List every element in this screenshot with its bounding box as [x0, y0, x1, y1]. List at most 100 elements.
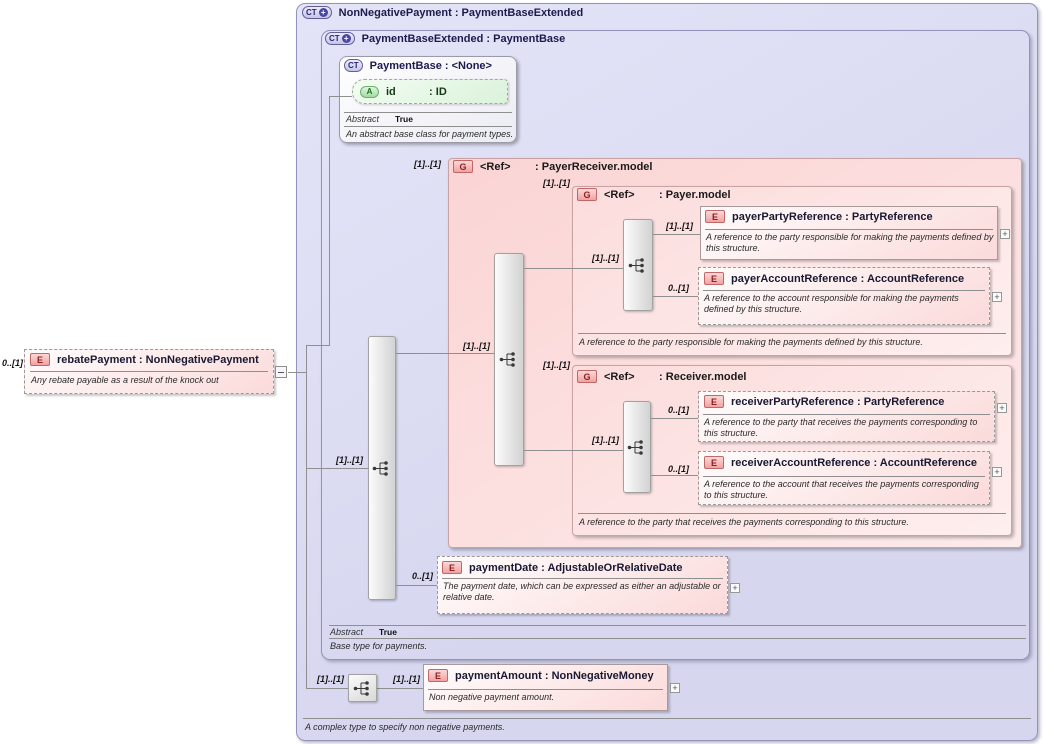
connector-line	[651, 418, 698, 419]
annotation-rebatepayment: Any rebate payable as a result of the kn…	[31, 375, 219, 385]
sequence-icon	[353, 680, 373, 697]
divider	[703, 290, 985, 291]
sequence-icon	[499, 351, 519, 368]
group-icon: G	[453, 160, 473, 173]
annotation-receiveraccountreference: A reference to the account that receives…	[704, 479, 979, 500]
annotation-receiverpartyreference: A reference to the party that receives t…	[704, 417, 978, 438]
connector-line	[307, 468, 368, 469]
header-payer-group[interactable]: G <Ref>Payer.model	[577, 187, 731, 202]
sequence-icon	[372, 460, 392, 477]
element-icon: E	[704, 272, 724, 285]
divider	[329, 625, 1026, 626]
divider	[705, 229, 993, 230]
annotation-paymentamount: Non negative payment amount.	[429, 692, 555, 702]
element-type: AccountReference	[870, 457, 977, 469]
divider	[703, 414, 990, 415]
base-type-name: <None>	[442, 60, 492, 72]
extension-plus-icon: +	[341, 34, 351, 43]
cardinality-label: [1]..[1]	[336, 455, 363, 465]
element-name: payerPartyReference	[732, 210, 843, 223]
complex-type-icon: CT+	[325, 32, 355, 45]
connector-line	[651, 475, 698, 476]
divider	[30, 371, 268, 372]
cardinality-label: [1]..[1]	[393, 674, 420, 684]
connector-line	[329, 96, 352, 97]
expand-button-paymentdate[interactable]: +	[730, 583, 740, 593]
element-type: AdjustableOrRelativeDate	[538, 562, 682, 574]
cardinality-label: [1]..[1]	[463, 341, 490, 351]
element-name: payerAccountReference	[731, 272, 858, 285]
title-payeraccountreference[interactable]: E payerAccountReferenceAccountReference	[704, 271, 964, 286]
header-paymentbaseextended[interactable]: CT+ PaymentBaseExtendedPaymentBase	[325, 31, 565, 46]
group-ref-name: <Ref>	[604, 188, 635, 201]
abstract-value: True	[379, 627, 397, 637]
element-type: NonNegativeMoney	[542, 670, 654, 682]
divider	[428, 689, 663, 690]
type-name: PaymentBase	[369, 59, 442, 72]
header-receiver-group[interactable]: G <Ref>Receiver.model	[577, 369, 747, 384]
element-name: receiverAccountReference	[731, 456, 871, 469]
title-rebatepayment[interactable]: E rebatePaymentNonNegativePayment	[30, 352, 259, 367]
group-type: PayerReceiver.model	[532, 161, 653, 173]
base-type-name: PaymentBase	[483, 33, 565, 45]
connector-line	[288, 372, 306, 373]
abstract-value: True	[395, 114, 413, 124]
cardinality-label: [1]..[1]	[317, 674, 344, 684]
expand-button-receiverpartyreference[interactable]: +	[997, 403, 1007, 413]
attribute-row-id[interactable]: A idID	[360, 84, 447, 99]
group-ref-name: <Ref>	[604, 370, 635, 383]
connector-line	[524, 450, 623, 451]
attribute-type: ID	[426, 86, 447, 98]
element-box-receiverpartyreference[interactable]	[698, 391, 995, 442]
expand-button-payerpartyreference[interactable]: +	[1000, 229, 1010, 239]
title-paymentdate[interactable]: E paymentDateAdjustableOrRelativeDate	[442, 560, 683, 575]
annotation-paymentbaseextended: Base type for payments.	[330, 641, 428, 651]
cardinality-label: [1]..[1]	[543, 360, 570, 370]
type-name: PaymentBaseExtended	[361, 32, 484, 45]
complex-type-icon: CT	[344, 59, 363, 72]
base-type-name: PaymentBaseExtended	[452, 7, 584, 19]
abstract-label: Abstract	[330, 627, 364, 637]
annotation-payer-group: A reference to the party responsible for…	[579, 337, 923, 347]
expand-button-payeraccountreference[interactable]: +	[992, 292, 1002, 302]
collapse-connector-icon[interactable]	[275, 366, 287, 378]
connector-line	[329, 96, 330, 346]
abstract-row-paymentbase: Abstract True	[346, 114, 413, 124]
divider	[344, 126, 512, 127]
divider	[703, 476, 985, 477]
element-name: paymentDate	[469, 561, 539, 574]
annotation-paymentbase: An abstract base class for payment types…	[346, 129, 514, 139]
title-paymentamount[interactable]: E paymentAmountNonNegativeMoney	[428, 668, 654, 683]
divider	[303, 718, 1031, 719]
connector-line	[653, 296, 698, 297]
element-name: rebatePayment	[57, 353, 136, 366]
expand-button-receiveraccountreference[interactable]: +	[992, 467, 1002, 477]
abstract-row-paymentbaseextended: Abstract True	[330, 627, 397, 637]
title-receiverpartyreference[interactable]: E receiverPartyReferencePartyReference	[704, 394, 944, 409]
sequence-icon	[628, 257, 648, 274]
element-icon: E	[704, 395, 724, 408]
title-payerpartyreference[interactable]: E payerPartyReferencePartyReference	[705, 209, 933, 224]
annotation-payerpartyreference: A reference to the party responsible for…	[706, 232, 994, 253]
element-icon: E	[705, 210, 725, 223]
cardinality-label: [1]..[1]	[592, 253, 619, 263]
cardinality-label: 0..[1]	[2, 358, 24, 368]
element-icon: E	[704, 456, 724, 469]
element-icon: E	[442, 561, 462, 574]
annotation-paymentdate: The payment date, which can be expressed…	[443, 581, 721, 602]
header-payerreceiver-group[interactable]: G <Ref>PayerReceiver.model	[453, 159, 652, 174]
title-receiveraccountreference[interactable]: E receiverAccountReferenceAccountReferen…	[704, 455, 977, 470]
cardinality-label: 0..[1]	[668, 283, 690, 293]
header-paymentbase[interactable]: CT PaymentBase<None>	[344, 58, 492, 73]
cardinality-label: [1]..[1]	[543, 178, 570, 188]
group-type: Payer.model	[656, 189, 731, 201]
annotation-receiver-group: A reference to the party that receives t…	[579, 517, 909, 527]
element-type: PartyReference	[842, 211, 933, 223]
expand-button-paymentamount[interactable]: +	[670, 683, 680, 693]
header-nonnegativepayment[interactable]: CT+ NonNegativePaymentPaymentBaseExtende…	[302, 5, 583, 20]
connector-line	[396, 353, 494, 354]
divider	[578, 333, 1006, 334]
sequence-icon-box	[348, 674, 377, 702]
element-icon: E	[428, 669, 448, 682]
